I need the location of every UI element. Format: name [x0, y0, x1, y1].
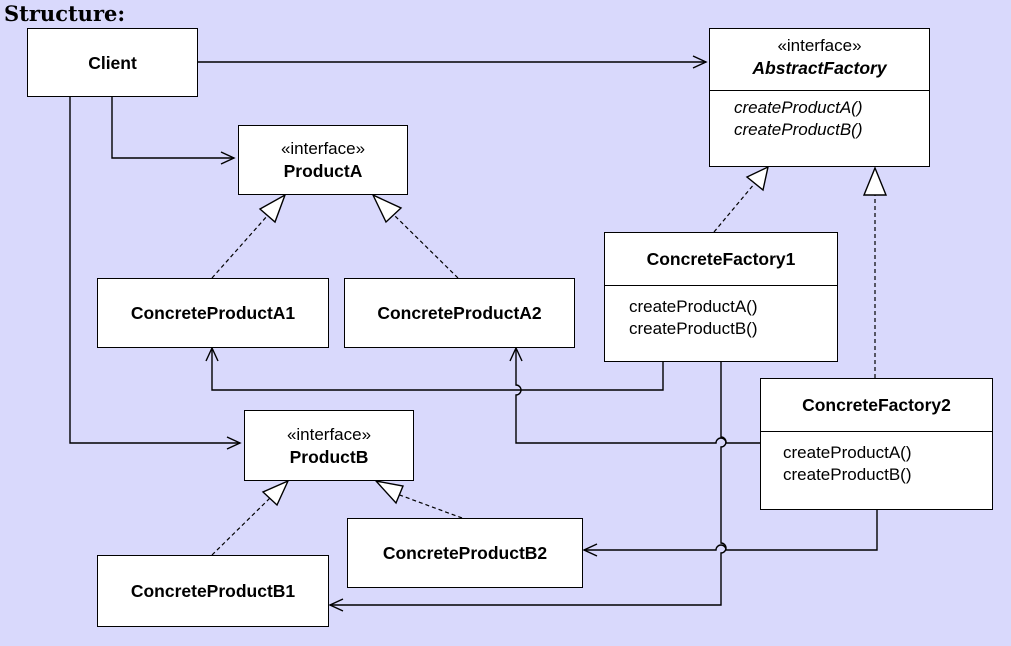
- realization-head-a1: [258, 193, 287, 224]
- class-name: ConcreteProductA1: [130, 303, 296, 323]
- edge-a2-producta-line: [393, 214, 459, 279]
- class-concrete-product-b1[interactable]: ConcreteProductB1: [97, 555, 329, 627]
- operation: createProductB(): [783, 465, 912, 484]
- stereotype-label: «interface»: [280, 139, 366, 158]
- class-concrete-product-b2[interactable]: ConcreteProductB2: [347, 518, 583, 588]
- class-name: ProductB: [289, 446, 369, 467]
- operation: createProductA(): [734, 98, 863, 117]
- edge-factory1-producta1: [205, 346, 664, 391]
- class-name: AbstractFactory: [752, 58, 887, 78]
- edge-a1-producta-line: [211, 214, 269, 279]
- operation: createProductB(): [629, 319, 758, 338]
- realization-head-factory1: [745, 165, 769, 192]
- class-name: ConcreteFactory1: [646, 249, 796, 269]
- class-name: Client: [88, 52, 137, 73]
- class-concrete-factory-1[interactable]: ConcreteFactory1 createProductA() create…: [604, 232, 838, 362]
- class-name: ConcreteProductB2: [382, 543, 548, 563]
- class-client[interactable]: Client: [27, 28, 198, 97]
- class-concrete-factory-2[interactable]: ConcreteFactory2 createProductA() create…: [760, 378, 993, 510]
- operation: createProductA(): [783, 443, 912, 462]
- class-concrete-product-a1[interactable]: ConcreteProductA1: [97, 278, 329, 348]
- class-abstract-factory[interactable]: «interface» AbstractFactory createProduc…: [709, 28, 930, 167]
- realization-head-factory2: [862, 166, 888, 196]
- realization-head-b2: [374, 479, 404, 505]
- class-name: ConcreteProductA2: [377, 303, 542, 323]
- class-name: ConcreteFactory2: [802, 395, 951, 415]
- class-name: ConcreteProductB1: [130, 581, 296, 601]
- class-concrete-product-a2[interactable]: ConcreteProductA2: [344, 278, 575, 348]
- class-name: ProductA: [283, 161, 363, 181]
- class-product-a[interactable]: «interface» ProductA: [238, 125, 408, 195]
- edge-client-producta: [111, 97, 236, 165]
- edge-factory2-productb2: [582, 510, 878, 557]
- diagram-heading: Structure:: [4, 1, 126, 26]
- edge-factory2-producta2: [509, 346, 760, 444]
- edge-b1-productb-line: [211, 497, 271, 556]
- stereotype-label: «interface»: [777, 36, 862, 55]
- operation: createProductA(): [629, 297, 758, 316]
- stereotype-label: «interface»: [286, 424, 372, 444]
- edge-factory1-abstract-line: [713, 182, 756, 233]
- realization-head-b1: [261, 479, 290, 507]
- edge-b2-productb-line: [396, 493, 463, 519]
- operation: createProductB(): [734, 120, 863, 139]
- edge-client-productb: [69, 97, 242, 450]
- realization-head-a2: [371, 193, 403, 224]
- class-product-b[interactable]: «interface» ProductB: [244, 410, 414, 481]
